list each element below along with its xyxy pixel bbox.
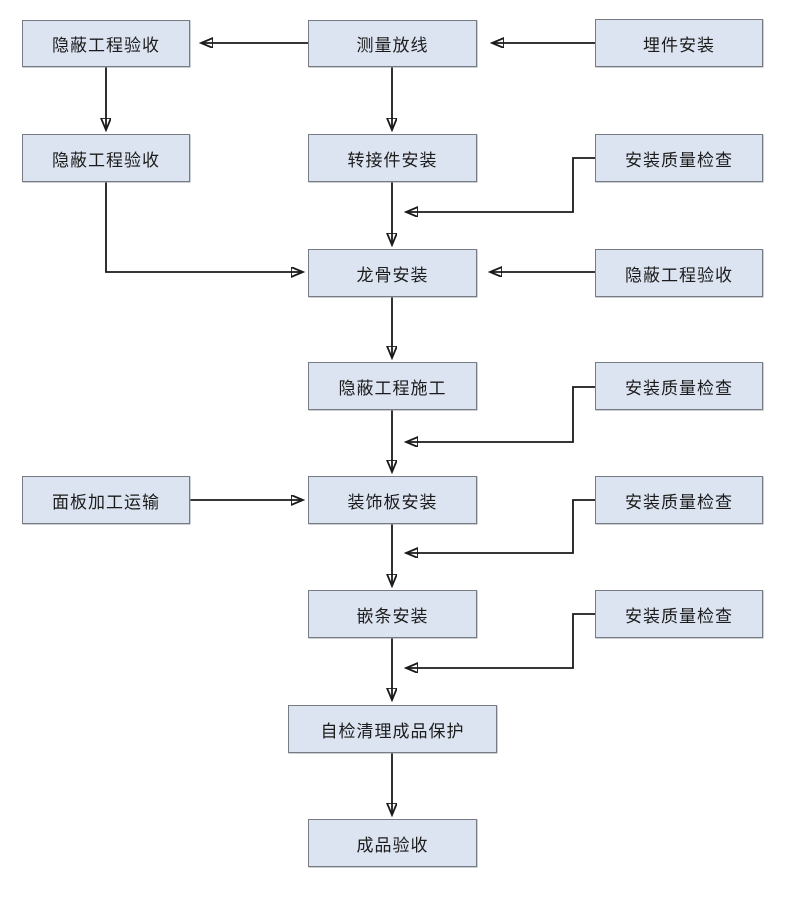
node-label: 嵌条安装 (356, 606, 429, 626)
node-label: 安装质量检查 (625, 150, 733, 170)
node-label: 隐蔽工程施工 (338, 378, 447, 398)
node-quality-check-1: 安装质量检查 (595, 134, 763, 182)
node-keel-install: 龙骨安装 (308, 249, 477, 297)
node-embed-install: 埋件安装 (595, 19, 763, 67)
node-quality-check-4: 安装质量检查 (595, 590, 763, 638)
node-label: 成品验收 (356, 835, 429, 855)
node-self-check: 自检清理成品保护 (288, 705, 497, 753)
node-label: 隐蔽工程验收 (52, 150, 160, 170)
node-label: 安装质量检查 (625, 378, 733, 398)
node-adapter-install: 转接件安装 (308, 134, 477, 182)
node-label: 隐蔽工程验收 (625, 265, 733, 285)
node-label: 龙骨安装 (356, 265, 429, 285)
node-label: 测量放线 (356, 36, 429, 55)
node-label: 装饰板安装 (347, 492, 438, 512)
node-hidden-acceptance-right: 隐蔽工程验收 (595, 249, 763, 297)
node-quality-check-3: 安装质量检查 (595, 476, 763, 524)
node-label: 自检清理成品保护 (320, 721, 465, 741)
node-hidden-work: 隐蔽工程施工 (308, 362, 477, 410)
node-measure-layout: 测量放线 (308, 20, 477, 67)
node-label: 面板加工运输 (52, 492, 160, 512)
edge-hidden-left-to-keel-arrow (105, 182, 303, 272)
node-hidden-acceptance-left: 隐蔽工程验收 (22, 134, 190, 182)
node-label: 转接件安装 (347, 150, 438, 170)
node-panel-transport: 面板加工运输 (22, 476, 190, 524)
node-label: 隐蔽工程验收 (52, 36, 160, 55)
node-quality-check-2: 安装质量检查 (595, 362, 763, 410)
node-panel-install: 装饰板安装 (308, 476, 477, 524)
node-label: 埋件安装 (643, 35, 715, 55)
node-label: 安装质量检查 (625, 606, 733, 626)
node-hidden-acceptance-top: 隐蔽工程验收 (22, 20, 190, 67)
node-final-acceptance: 成品验收 (308, 819, 477, 867)
node-label: 安装质量检查 (625, 492, 733, 512)
node-trim-install: 嵌条安装 (308, 590, 477, 638)
